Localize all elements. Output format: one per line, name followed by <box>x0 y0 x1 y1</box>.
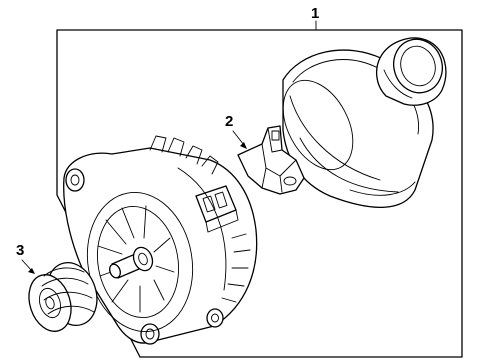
callout-3-leader <box>21 259 33 272</box>
alternator-pulley <box>28 262 98 332</box>
callout-3-arrowhead <box>28 268 35 274</box>
callout-1-label: 1 <box>311 5 319 22</box>
callout-3-label: 3 <box>16 242 24 259</box>
callout-1-assembly: 1 <box>311 5 319 31</box>
callout-2-leader <box>232 130 245 146</box>
alternator-body <box>63 135 258 345</box>
assembly-boundary-frame <box>56 29 463 358</box>
callout-3-pulley: 3 <box>16 242 35 274</box>
callout-2-label: 2 <box>225 113 233 130</box>
rear-dust-cover <box>282 37 447 208</box>
voltage-regulator <box>237 125 305 195</box>
callout-2-regulator: 2 <box>225 113 247 149</box>
callout-2-arrowhead <box>240 142 247 149</box>
alternator-shaft <box>109 246 154 279</box>
